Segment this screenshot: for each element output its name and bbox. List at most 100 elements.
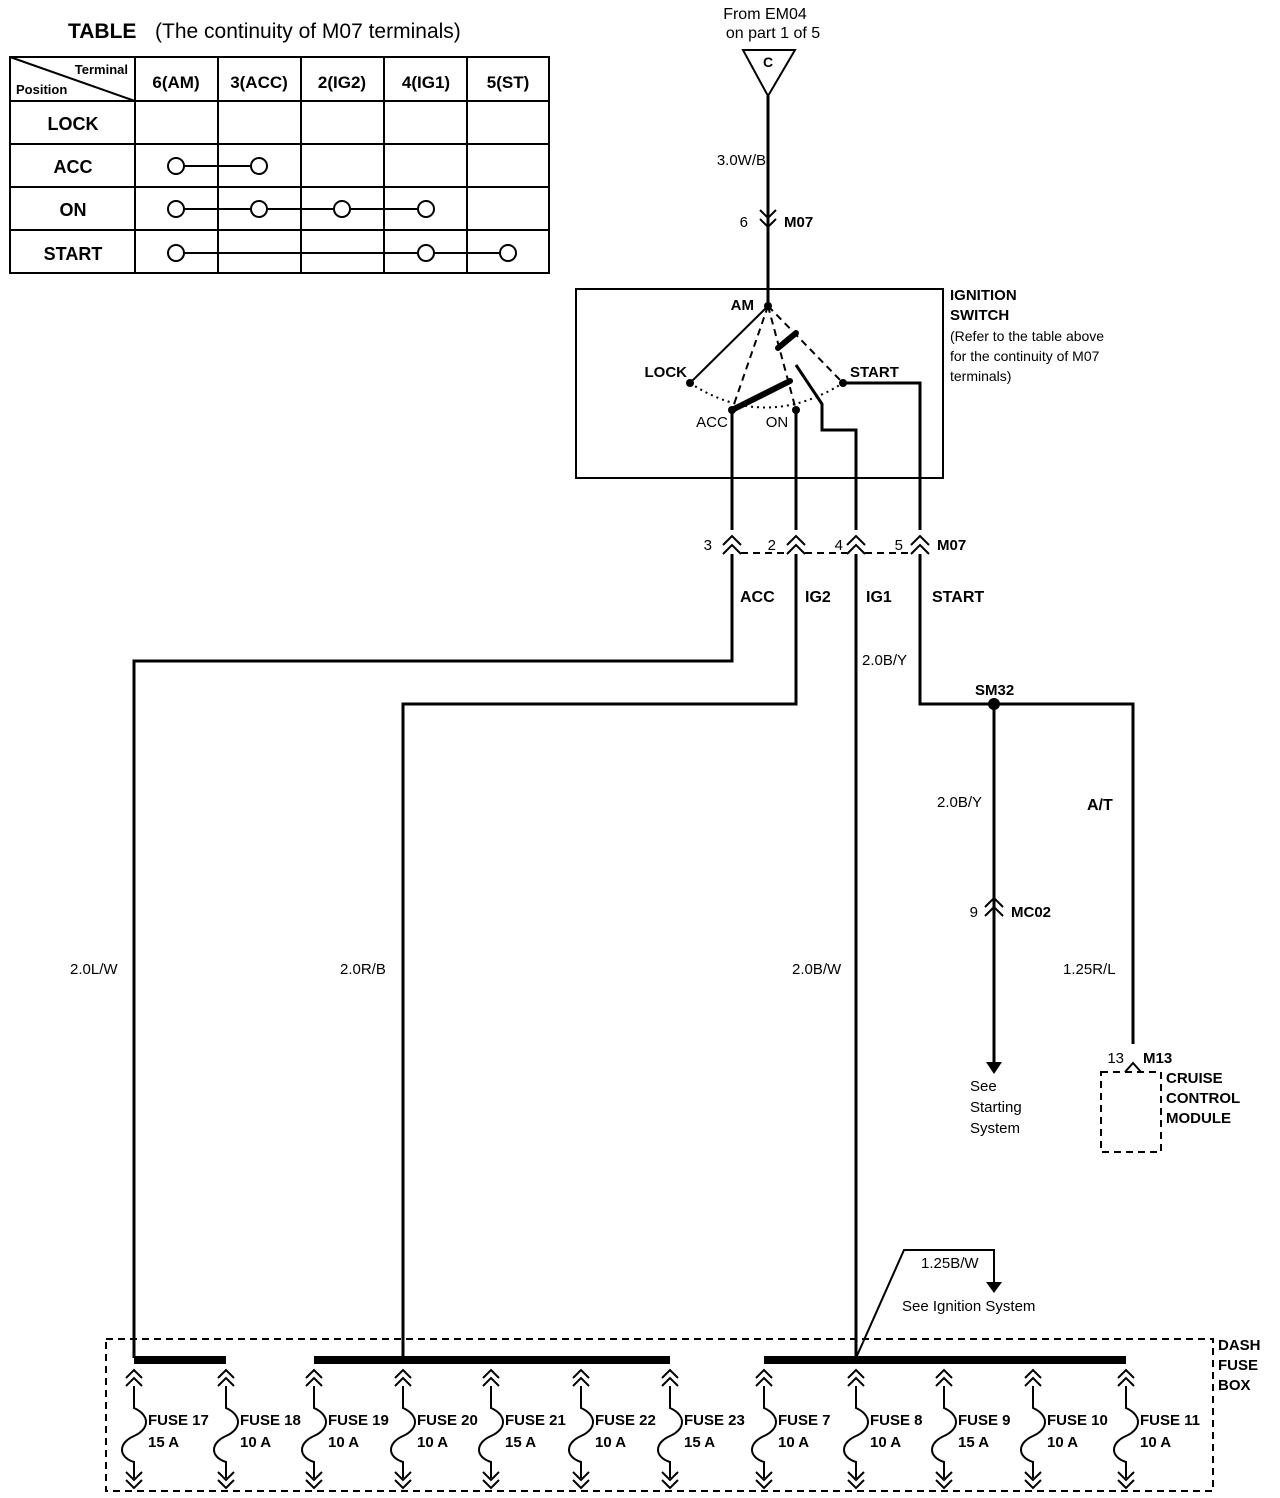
table-row-label: START bbox=[44, 244, 103, 264]
am-connector-name: M07 bbox=[784, 214, 813, 231]
circuit-label-ig1: IG1 bbox=[866, 589, 892, 606]
fuse-rating: 15 A bbox=[505, 1434, 536, 1451]
start-down-wire-label: 2.0B/Y bbox=[937, 794, 982, 811]
fuse-icon bbox=[301, 1386, 327, 1478]
fuse-name: FUSE 21 bbox=[505, 1412, 566, 1429]
fuse-name: FUSE 20 bbox=[417, 1412, 478, 1429]
mc02-connector-name: MC02 bbox=[1011, 904, 1051, 921]
table-column-header: 6(AM) bbox=[152, 73, 199, 92]
continuity-point-icon bbox=[167, 244, 185, 262]
fuse-icon bbox=[478, 1386, 504, 1478]
table-column-header: 5(ST) bbox=[487, 73, 530, 92]
fuse-rating: 15 A bbox=[958, 1434, 989, 1451]
m07-pin-ig1: 4 bbox=[835, 537, 843, 554]
fuse-rating: 10 A bbox=[1140, 1434, 1171, 1451]
fuse-21: FUSE 21 15 A bbox=[478, 1368, 566, 1490]
fuse-rating: 10 A bbox=[328, 1434, 359, 1451]
continuity-point-icon bbox=[417, 200, 435, 218]
mc02-pin-number: 9 bbox=[970, 904, 978, 921]
fuse-icon bbox=[568, 1386, 594, 1478]
chevron-down-icon bbox=[759, 218, 777, 229]
continuity-point-icon bbox=[250, 200, 268, 218]
cruise-label-3: MODULE bbox=[1166, 1110, 1231, 1127]
circuit-label-start: START bbox=[932, 589, 984, 606]
continuity-point-icon bbox=[333, 200, 351, 218]
fuse-name: FUSE 23 bbox=[684, 1412, 745, 1429]
table-corner-terminal: Terminal bbox=[75, 62, 128, 77]
fuse-rating: 15 A bbox=[684, 1434, 715, 1451]
sm32-splice-label: SM32 bbox=[975, 682, 1014, 699]
fuse-23: FUSE 23 15 A bbox=[657, 1368, 745, 1490]
m07-pin-ig2: 2 bbox=[768, 537, 776, 554]
m07-output-connector: 3 2 4 5 M07 ACC IG2 IG1 START bbox=[704, 534, 984, 606]
switch-start-label: START bbox=[850, 364, 899, 381]
ignition-switch: IGNITION SWITCH (Refer to the table abov… bbox=[575, 287, 1104, 530]
continuity-table: TABLE (The continuity of M07 terminals) … bbox=[9, 20, 550, 274]
table-column-header: 4(IG1) bbox=[402, 73, 450, 92]
arrow-down-icon bbox=[986, 1282, 1002, 1293]
fuse-name: FUSE 9 bbox=[958, 1412, 1011, 1429]
chevron-down-icon bbox=[759, 209, 777, 220]
continuity-point-icon bbox=[417, 244, 435, 262]
continuity-point-icon bbox=[499, 244, 517, 262]
starting-ref-line-2: Starting bbox=[970, 1099, 1022, 1116]
cruise-label-1: CRUISE bbox=[1166, 1070, 1223, 1087]
continuity-point-icon bbox=[250, 157, 268, 175]
fuse-icon bbox=[1020, 1386, 1046, 1478]
fuse-name: FUSE 8 bbox=[870, 1412, 923, 1429]
fuse-9: FUSE 9 15 A bbox=[931, 1368, 1011, 1490]
switch-on-label: ON bbox=[766, 414, 789, 431]
fuse-name: FUSE 10 bbox=[1047, 1412, 1108, 1429]
fuse-icon bbox=[657, 1386, 683, 1478]
fuse-name: FUSE 17 bbox=[148, 1412, 209, 1429]
acc-wire bbox=[132, 554, 734, 1358]
source-label-1: From EM04 bbox=[723, 6, 807, 23]
cruise-control-module: 13 M13 CRUISE CONTROL MODULE bbox=[1100, 1050, 1240, 1153]
table-row-label: LOCK bbox=[48, 114, 99, 134]
source-connector: From EM04 on part 1 of 5 C 3.0W/B 6 M07 bbox=[717, 6, 820, 306]
start-wire bbox=[918, 554, 1135, 1044]
mc02-connector: 9 MC02 See Starting System bbox=[970, 896, 1051, 1137]
at-label: A/T bbox=[1087, 797, 1113, 814]
fuse-rating: 10 A bbox=[1047, 1434, 1078, 1451]
fuse-box-label-3: BOX bbox=[1218, 1377, 1251, 1394]
ignition-switch-title-2: SWITCH bbox=[950, 307, 1009, 324]
ig1-lower-wire-label: 2.0B/W bbox=[792, 961, 842, 978]
at-wire-label: 1.25R/L bbox=[1063, 961, 1116, 978]
table-column-header: 2(IG2) bbox=[318, 73, 366, 92]
fuse-rating: 10 A bbox=[870, 1434, 901, 1451]
acc-wire-label: 2.0L/W bbox=[70, 961, 118, 978]
switch-acc-label: ACC bbox=[696, 414, 728, 431]
am-wire-label: 3.0W/B bbox=[717, 152, 766, 169]
fuse-rating: 10 A bbox=[778, 1434, 809, 1451]
ignition-switch-title-1: IGNITION bbox=[950, 287, 1017, 304]
m07-pin-acc: 3 bbox=[704, 537, 712, 554]
fuse-name: FUSE 22 bbox=[595, 1412, 656, 1429]
m13-pin-number: 13 bbox=[1107, 1050, 1124, 1067]
table-title: (The continuity of M07 terminals) bbox=[155, 20, 461, 43]
sm32-splice-icon bbox=[988, 698, 1000, 710]
m07-pin-start: 5 bbox=[895, 537, 903, 554]
source-label-2: on part 1 of 5 bbox=[726, 25, 820, 42]
off-page-connector-icon bbox=[741, 49, 797, 99]
ignition-switch-note-1: (Refer to the table above bbox=[950, 328, 1104, 344]
fuse-icon bbox=[931, 1386, 957, 1478]
starting-ref-line-1: See bbox=[970, 1078, 997, 1095]
ig2-wire-label: 2.0R/B bbox=[340, 961, 386, 978]
fuse-icon bbox=[751, 1386, 777, 1478]
fuse-rating: 10 A bbox=[417, 1434, 448, 1451]
fuse-10: FUSE 10 10 A bbox=[1020, 1368, 1108, 1490]
ig1-upper-wire-label: 2.0B/Y bbox=[862, 652, 907, 669]
table-row-label: ACC bbox=[54, 157, 93, 177]
wire-runs: 2.0L/W 2.0R/B 2.0B/Y 2.0B/W SM32 2.0B/Y … bbox=[70, 554, 1135, 1358]
m07-connector-name: M07 bbox=[937, 537, 966, 554]
fuse-box-label-2: FUSE bbox=[1218, 1357, 1258, 1374]
fuse-box-label-1: DASH bbox=[1218, 1337, 1261, 1354]
table-title-bold: TABLE bbox=[68, 20, 136, 43]
